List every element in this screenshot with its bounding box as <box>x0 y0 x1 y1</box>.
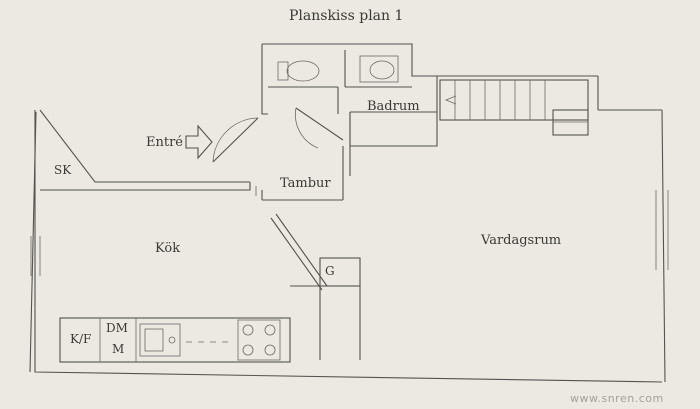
label-tambur: Tambur <box>280 176 331 191</box>
bathroom-sink <box>359 55 399 83</box>
label-g: G <box>325 264 335 278</box>
tambur-door <box>295 107 344 149</box>
staircase <box>439 79 589 136</box>
kitchen-sink <box>139 323 181 357</box>
bathroom-walls <box>261 43 438 201</box>
watermark: www.snren.com <box>570 392 664 405</box>
plan-title: Planskiss plan 1 <box>289 8 404 24</box>
label-kok: Kök <box>155 241 181 256</box>
stove <box>237 319 281 361</box>
entrance-door <box>212 117 259 163</box>
entry-arrow-icon <box>185 124 213 160</box>
label-dm: DM <box>106 321 128 335</box>
label-badrum: Badrum <box>367 99 420 114</box>
label-vardagsrum: Vardagsrum <box>481 233 562 248</box>
windows <box>30 186 669 276</box>
label-sk: SK <box>54 163 72 177</box>
outer-walls <box>29 75 666 383</box>
label-entre: Entré <box>146 135 183 150</box>
kitchen-counter <box>59 317 291 363</box>
interior-partition <box>270 213 361 360</box>
label-m: M <box>112 342 125 356</box>
label-kf: K/F <box>70 332 92 346</box>
toilet <box>277 60 320 82</box>
